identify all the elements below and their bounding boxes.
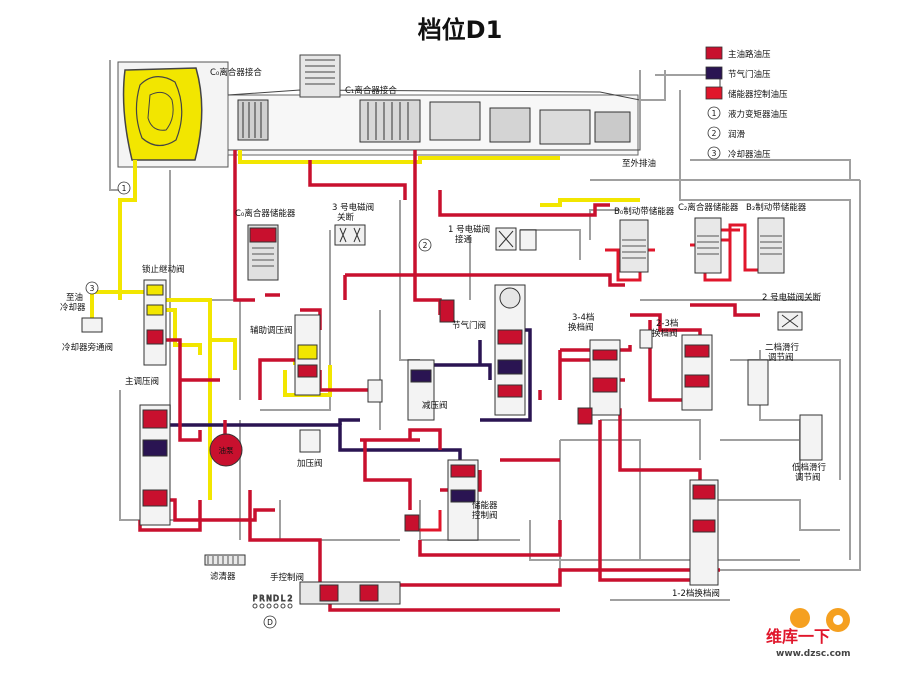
- label-to-cooler: 至油冷却器: [60, 292, 86, 313]
- label-shift-12: 1-2档换档阀: [672, 588, 720, 599]
- page-title: 档位D1: [417, 16, 503, 44]
- legend-swatch-main: [705, 46, 723, 60]
- marker-1: 1: [122, 184, 127, 193]
- legend-marker-2: [707, 126, 721, 140]
- label-b0-accumulator: B₀制动带储能器: [614, 206, 675, 217]
- label-b2-accumulator: B₂制动带储能器: [746, 202, 807, 213]
- label-c0-clutch-engage: C₀离合器接合: [210, 67, 262, 78]
- marker-3: 3: [90, 284, 95, 293]
- manual-position-p: P: [253, 594, 258, 603]
- circle-markers: 1 2 3 D: [85, 181, 432, 629]
- label-shift-34: 3-4档换档阀: [568, 312, 594, 333]
- converter-lube-cooler-lines: [90, 150, 640, 500]
- legend-marker-3: [707, 146, 721, 160]
- label-primary-regulator: 主调压阀: [125, 376, 159, 387]
- label-second-coast: 二档滑行调节阀: [765, 342, 800, 363]
- label-lockup-valve: 锁止继动阀: [142, 264, 185, 275]
- label-secondary-regulator: 辅助调压阀: [250, 325, 293, 336]
- label-strainer: 滤清器: [210, 571, 236, 582]
- legend-label-converter: 液力变矩器油压: [728, 109, 788, 120]
- manual-position-r: R: [259, 594, 264, 603]
- legend-label-lube: 润滑: [728, 129, 746, 140]
- manual-position-2: 2: [288, 594, 293, 603]
- label-low-coast: 低档滑行调节阀: [792, 462, 827, 483]
- label-c0-accumulator: C₀离合器储能器: [235, 208, 296, 219]
- pump-label: 油泵: [219, 445, 234, 455]
- legend-swatch-accumulator: [705, 86, 723, 100]
- legend-marker-1: [707, 106, 721, 120]
- legend-label-main: 主油路油压: [728, 49, 771, 60]
- label-accumulator-control: 储能器控制阀: [472, 500, 498, 521]
- watermark-logo: 维库一下 www.dzsc.com: [766, 608, 850, 659]
- watermark-brand: 维库一下: [766, 627, 830, 646]
- oil-pump: 油泵: [209, 433, 243, 467]
- legend-label-throttle: 节气门油压: [728, 69, 771, 80]
- manual-position-n: N: [266, 594, 272, 603]
- legend-marker-1-text: 1: [712, 109, 717, 118]
- label-solenoid3: 3 号电磁阀关断: [332, 202, 374, 223]
- label-shift-23: 2-3档换档阀: [652, 318, 678, 339]
- label-solenoid2: 2 号电磁阀关断: [762, 292, 822, 303]
- valve-components: [81, 217, 823, 605]
- manual-position-d: D: [273, 594, 279, 603]
- label-vent-drain: 至外排油: [622, 158, 656, 169]
- legend-swatch-throttle: [705, 66, 723, 80]
- label-booster: 加压阀: [297, 458, 323, 469]
- legend-label-cooler: 冷却器油压: [728, 149, 771, 160]
- marker-2: 2: [423, 241, 428, 250]
- label-c2-accumulator: C₂离合器储能器: [678, 202, 739, 213]
- legend: 主油路油压 节气门油压 储能器控制油压 1 液力变矩器油压 2 润滑 3 冷却器…: [705, 46, 788, 160]
- label-solenoid1: 1 号电磁阀接通: [448, 224, 490, 245]
- transmission-housing: [117, 54, 641, 168]
- legend-label-accumulator: 储能器控制油压: [728, 89, 788, 100]
- label-throttle-valve: 节气门阀: [452, 320, 486, 331]
- watermark-url: www.dzsc.com: [776, 649, 850, 659]
- label-manual-valve: 手控制阀: [270, 572, 304, 583]
- label-c1-clutch-engage: C₁离合器接合: [345, 85, 397, 96]
- marker-d: D: [267, 618, 273, 627]
- legend-marker-2-text: 2: [712, 129, 717, 138]
- label-cutback: 减压阀: [422, 400, 448, 411]
- component-labels: C₀离合器接合 C₁离合器接合 至外排油 C₀离合器储能器 3 号电磁阀关断 1…: [60, 67, 827, 599]
- legend-marker-3-text: 3: [712, 149, 717, 158]
- manual-position-l: L: [281, 594, 286, 603]
- label-cooler-bypass: 冷却器旁通阀: [62, 342, 113, 353]
